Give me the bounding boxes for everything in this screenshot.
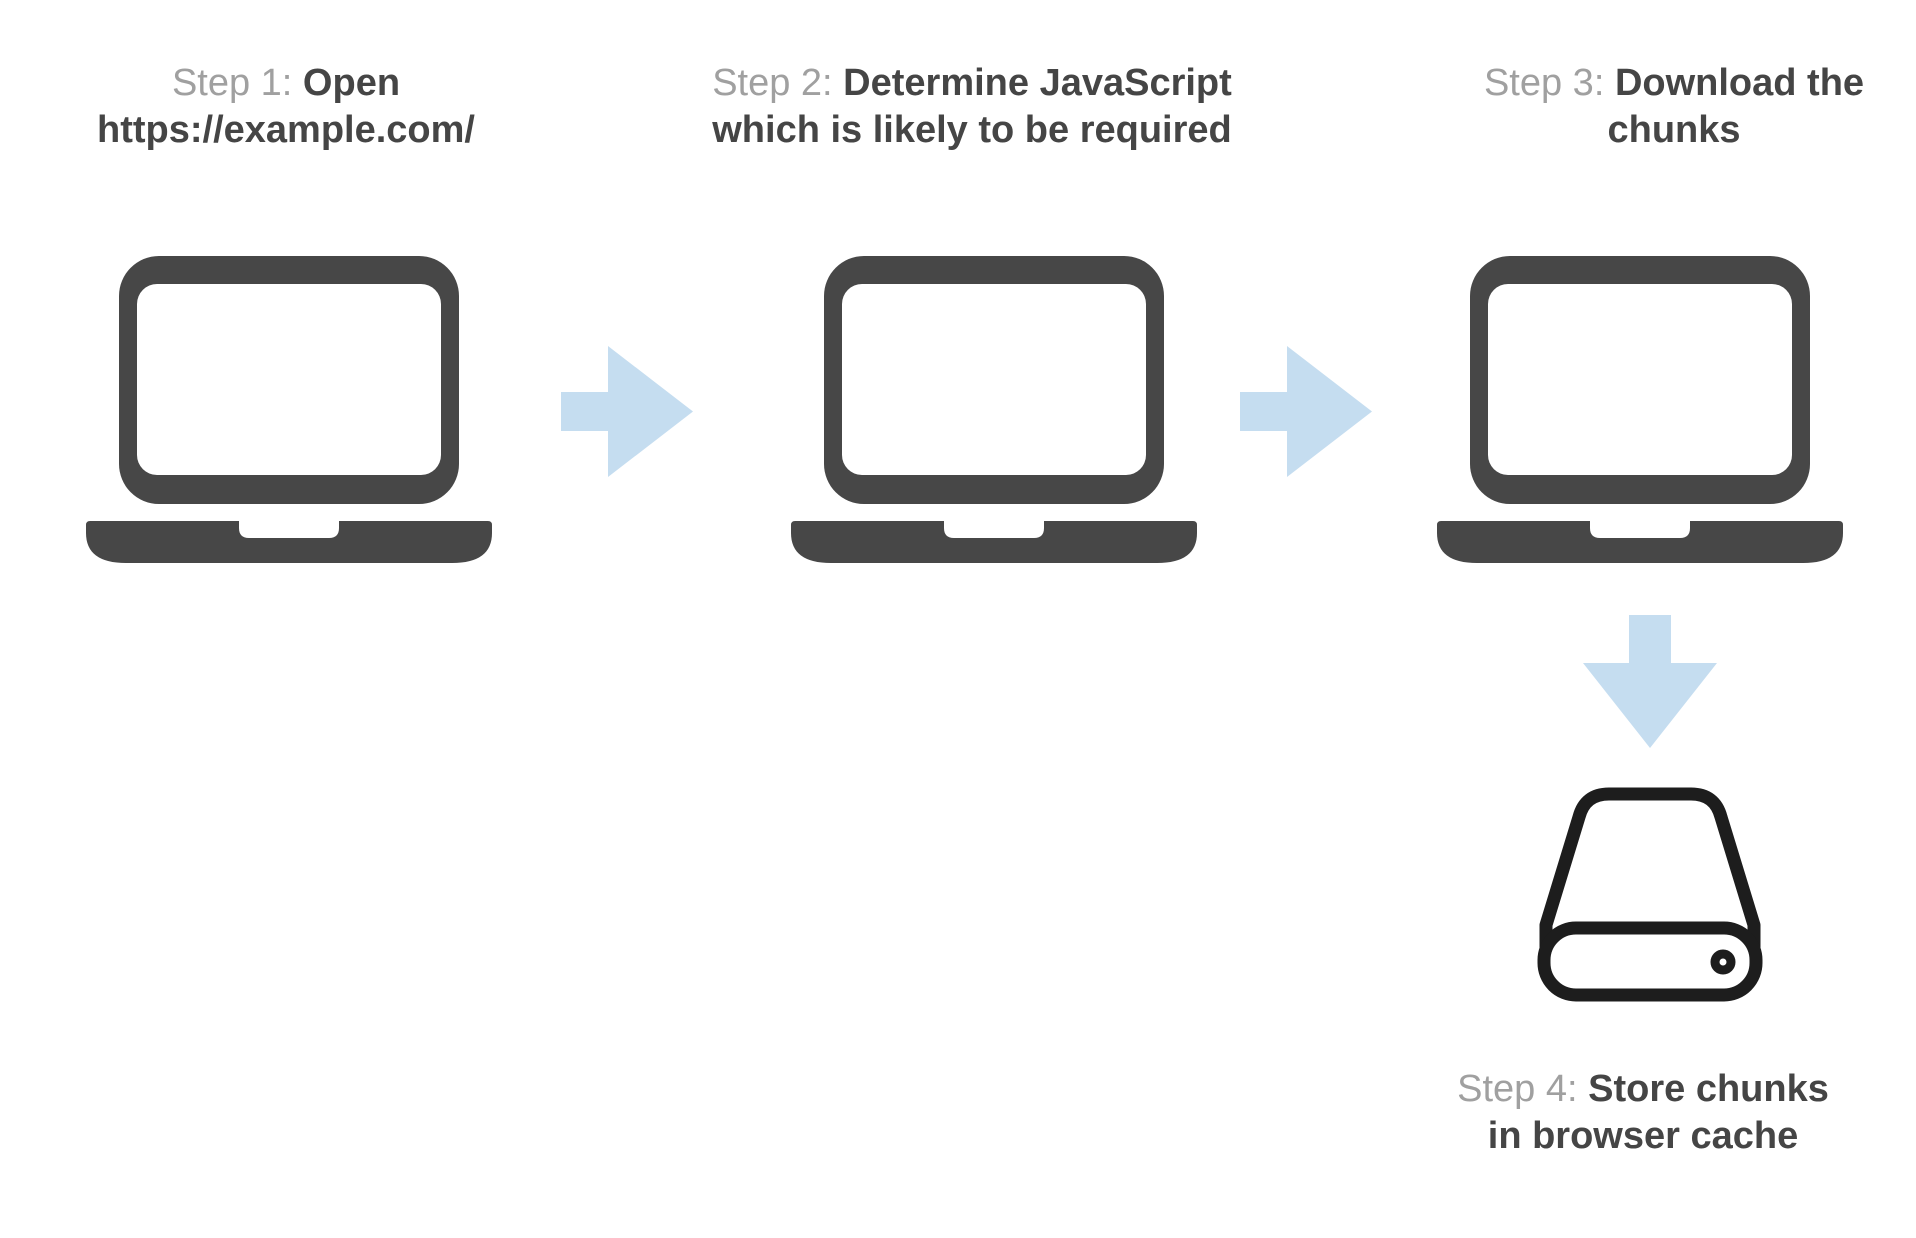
- step-2-number-label: Step 2:: [712, 62, 833, 104]
- step-4-number-label: Step 4:: [1457, 1068, 1578, 1110]
- arrow-right-icon: [561, 346, 693, 477]
- step-1-action-text: Open: [302, 62, 401, 104]
- step-4-caption-line-1: Step 4: Store chunks: [1323, 1066, 1916, 1113]
- step-3-number-label: Step 3:: [1483, 62, 1605, 104]
- step-3-caption: Step 3: Download the chunks: [1354, 60, 1916, 154]
- laptop-icon: [1437, 256, 1843, 563]
- hard-drive-icon: [1537, 787, 1763, 1002]
- arrow-right-icon: [1240, 346, 1372, 477]
- step-3-action-text: Download the: [1614, 62, 1865, 104]
- step-2-caption: Step 2: Determine JavaScript which is li…: [652, 60, 1292, 154]
- step-2-caption-line-1: Step 2: Determine JavaScript: [652, 60, 1292, 107]
- step-4-action-text: Store chunks: [1588, 1068, 1829, 1110]
- laptop-icon: [791, 256, 1197, 563]
- step-2-action-text: Determine JavaScript: [843, 62, 1232, 104]
- laptop-icon: [86, 256, 492, 563]
- step-2-caption-line-2: which is likely to be required: [712, 109, 1232, 151]
- step-1-caption-line-1: Step 1: Open: [0, 60, 606, 107]
- step-4-caption: Step 4: Store chunks in browser cache: [1323, 1066, 1916, 1160]
- step-1-number-label: Step 1:: [171, 62, 293, 104]
- step-3-caption-line-2: chunks: [1607, 109, 1741, 151]
- step-1-caption-line-2: https://example.com/: [97, 109, 475, 151]
- step-1-caption: Step 1: Open https://example.com/: [0, 60, 606, 154]
- arrow-down-icon: [1583, 615, 1717, 748]
- step-3-caption-line-1: Step 3: Download the: [1354, 60, 1916, 107]
- step-4-caption-line-2: in browser cache: [1487, 1115, 1799, 1157]
